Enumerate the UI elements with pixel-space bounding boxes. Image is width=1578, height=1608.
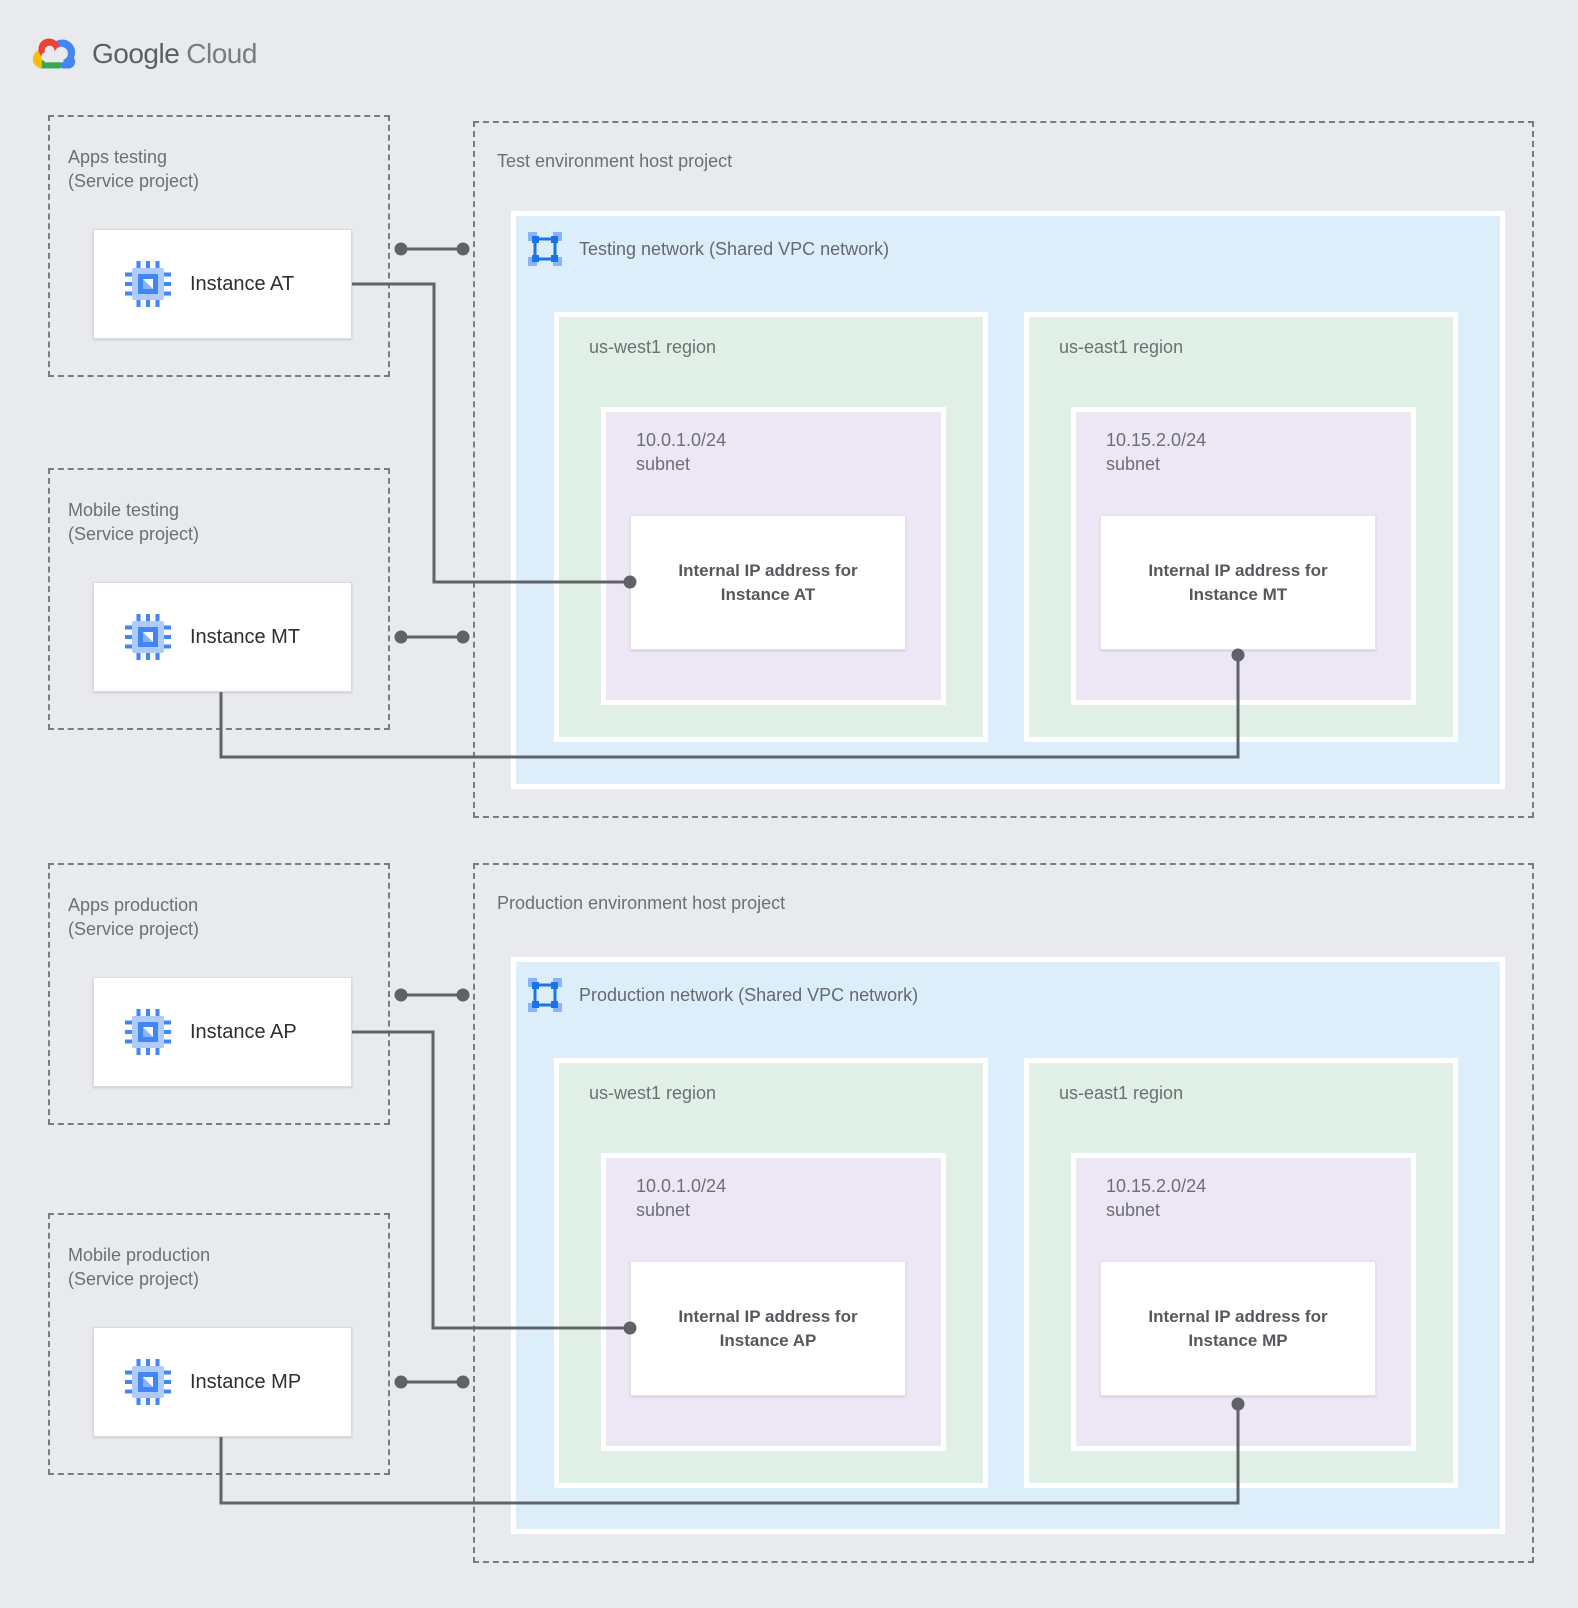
service-project-title: Apps testing	[68, 147, 168, 167]
service-project-box-apps-production: Apps production (Service project) Instan…	[48, 863, 390, 1125]
ip-card-line1: Internal IP address for	[678, 560, 858, 580]
compute-engine-icon	[125, 1009, 171, 1055]
service-project-subtitle: (Service project)	[68, 919, 200, 939]
internal-ip-card-mt: Internal IP address for Instance MT	[1100, 515, 1376, 650]
host-project-box-test: Test environment host project Testing ne…	[473, 121, 1534, 818]
service-project-label: Mobile production (Service project)	[68, 1243, 210, 1291]
service-project-subtitle: (Service project)	[68, 1269, 200, 1289]
network-label: Testing network (Shared VPC network)	[579, 238, 890, 259]
subnet-box: 10.15.2.0/24 subnet Internal IP address …	[1071, 1153, 1416, 1451]
service-project-box-mobile-testing: Mobile testing (Service project) Instanc…	[48, 468, 390, 730]
network-label: Production network (Shared VPC network)	[579, 984, 919, 1005]
region-label: us-east1 region	[1059, 337, 1184, 357]
subnet-label: 10.0.1.0/24 subnet	[636, 428, 726, 476]
network-label-row: Production network (Shared VPC network)	[527, 977, 918, 1013]
connection-dot	[456, 630, 470, 644]
subnet-box: 10.0.1.0/24 subnet Internal IP address f…	[601, 407, 946, 705]
google-cloud-cloud-icon	[32, 38, 76, 69]
subnet-cidr: 10.0.1.0/24	[636, 430, 727, 450]
ip-card-line2: Instance AP	[719, 1330, 817, 1350]
service-project-title: Mobile testing	[68, 500, 180, 520]
instance-label: Instance AP	[190, 1020, 297, 1043]
connection-dot	[394, 630, 408, 644]
connection-dot	[456, 242, 470, 256]
subnet-caption: subnet	[636, 1200, 691, 1220]
service-project-subtitle: (Service project)	[68, 524, 200, 544]
connection-dot	[394, 242, 408, 256]
ip-card-line2: Instance AT	[720, 584, 816, 604]
shared-vpc-network-box-testing: Testing network (Shared VPC network) us-…	[511, 211, 1505, 789]
vpc-network-icon	[528, 232, 562, 266]
connection-dot	[456, 988, 470, 1002]
service-project-label: Mobile testing (Service project)	[68, 498, 199, 546]
region-label: us-east1 region	[1059, 1083, 1184, 1103]
instance-card-at: Instance AT	[93, 229, 352, 339]
region-label: us-west1 region	[589, 1083, 717, 1103]
region-box-us-west1: us-west1 region 10.0.1.0/24 subnet Inter…	[554, 312, 988, 742]
connection-dot	[456, 1375, 470, 1389]
ip-card-line1: Internal IP address for	[1148, 560, 1328, 580]
compute-engine-icon	[125, 614, 171, 660]
subnet-box: 10.0.1.0/24 subnet Internal IP address f…	[601, 1153, 946, 1451]
compute-engine-icon	[125, 261, 171, 307]
region-box-us-east1: us-east1 region 10.15.2.0/24 subnet Inte…	[1024, 1058, 1458, 1488]
shared-vpc-network-box-production: Production network (Shared VPC network) …	[511, 957, 1505, 1534]
service-project-box-apps-testing: Apps testing (Service project) Instance …	[48, 115, 390, 377]
instance-card-mp: Instance MP	[93, 1327, 352, 1437]
region-label: us-west1 region	[589, 337, 717, 357]
instance-label: Instance MP	[190, 1370, 302, 1393]
service-project-title: Apps production	[68, 895, 199, 915]
service-project-title: Mobile production	[68, 1245, 211, 1265]
compute-engine-icon	[125, 1359, 171, 1405]
instance-card-mt: Instance MT	[93, 582, 352, 692]
subnet-label: 10.15.2.0/24 subnet	[1106, 428, 1206, 476]
subnet-caption: subnet	[636, 454, 691, 474]
subnet-caption: subnet	[1106, 1200, 1161, 1220]
host-project-title: Production environment host project	[497, 893, 786, 913]
ip-card-line1: Internal IP address for	[1148, 1306, 1328, 1326]
service-project-label: Apps production (Service project)	[68, 893, 199, 941]
region-box-us-west1: us-west1 region 10.0.1.0/24 subnet Inter…	[554, 1058, 988, 1488]
instance-card-ap: Instance AP	[93, 977, 352, 1087]
connection-dot	[394, 988, 408, 1002]
service-project-label: Apps testing (Service project)	[68, 145, 199, 193]
internal-ip-card-mp: Internal IP address for Instance MP	[1100, 1261, 1376, 1396]
vpc-network-icon	[528, 978, 562, 1012]
logo-word-google: Google	[92, 38, 180, 69]
network-label-row: Testing network (Shared VPC network)	[527, 231, 889, 267]
subnet-box: 10.15.2.0/24 subnet Internal IP address …	[1071, 407, 1416, 705]
internal-ip-card-ap: Internal IP address for Instance AP	[630, 1261, 906, 1396]
host-project-box-production: Production environment host project Prod…	[473, 863, 1534, 1563]
host-project-title: Test environment host project	[497, 151, 733, 171]
ip-card-line2: Instance MP	[1188, 1330, 1288, 1350]
service-project-subtitle: (Service project)	[68, 171, 200, 191]
subnet-cidr: 10.15.2.0/24	[1106, 430, 1207, 450]
connection-dot	[394, 1375, 408, 1389]
internal-ip-card-at: Internal IP address for Instance AT	[630, 515, 906, 650]
logo-word-cloud: Cloud	[186, 38, 257, 69]
subnet-cidr: 10.0.1.0/24	[636, 1176, 727, 1196]
instance-label: Instance MT	[190, 625, 301, 648]
instance-label: Instance AT	[190, 272, 295, 295]
subnet-label: 10.0.1.0/24 subnet	[636, 1174, 726, 1222]
subnet-cidr: 10.15.2.0/24	[1106, 1176, 1207, 1196]
service-project-box-mobile-production: Mobile production (Service project) Inst…	[48, 1213, 390, 1475]
subnet-label: 10.15.2.0/24 subnet	[1106, 1174, 1206, 1222]
ip-card-line2: Instance MT	[1188, 584, 1288, 604]
ip-card-line1: Internal IP address for	[678, 1306, 858, 1326]
subnet-caption: subnet	[1106, 454, 1161, 474]
region-box-us-east1: us-east1 region 10.15.2.0/24 subnet Inte…	[1024, 312, 1458, 742]
